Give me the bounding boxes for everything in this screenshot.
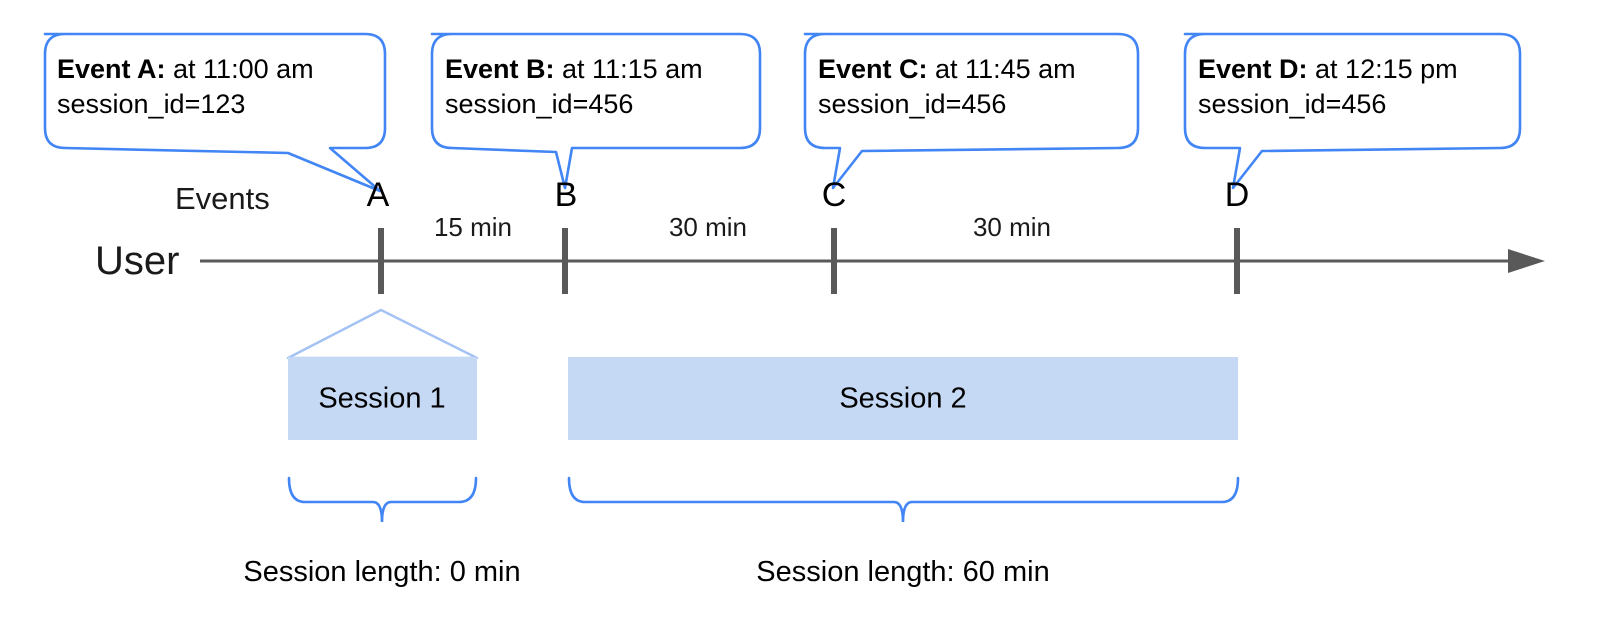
- callout-bubble-event-b: [430, 32, 762, 190]
- callout-b-shape: [430, 32, 762, 190]
- axis-arrow-icon: [1508, 249, 1545, 273]
- session-2-length-label: Session length: 60 min: [756, 556, 1050, 588]
- session-2-bar: [568, 357, 1238, 440]
- timeline-axis: [200, 249, 1545, 273]
- session-2-brace-path: [567, 476, 1240, 523]
- gap-label-b-c: 30 min: [668, 212, 748, 242]
- session-1-length-label: Session length: 0 min: [243, 556, 521, 588]
- row-label-user: User: [95, 239, 180, 283]
- callout-bubble-event-d: [1183, 32, 1522, 190]
- callout-a-shape: [43, 32, 387, 193]
- event-letter-a: A: [366, 176, 390, 214]
- axis-ticks: [378, 228, 1240, 294]
- session-1-funnel: [286, 308, 479, 360]
- callout-bubble-event-c: [803, 32, 1140, 190]
- gap-label-a-b: 15 min: [433, 212, 513, 242]
- callout-c-shape: [803, 32, 1140, 190]
- callout-bubble-event-a: [43, 32, 387, 193]
- session-1-brace: [287, 476, 478, 523]
- row-label-events: Events: [175, 181, 270, 216]
- event-letter-d: D: [1224, 176, 1250, 214]
- session-1-brace-path: [287, 476, 478, 523]
- session-1-bar: [288, 357, 477, 440]
- session-2-brace: [567, 476, 1240, 523]
- gap-label-c-d: 30 min: [972, 212, 1052, 242]
- callout-d-shape: [1183, 32, 1522, 190]
- session-1-funnel-shape: [286, 308, 479, 360]
- event-letter-b: B: [554, 176, 578, 214]
- event-letter-c: C: [821, 176, 847, 214]
